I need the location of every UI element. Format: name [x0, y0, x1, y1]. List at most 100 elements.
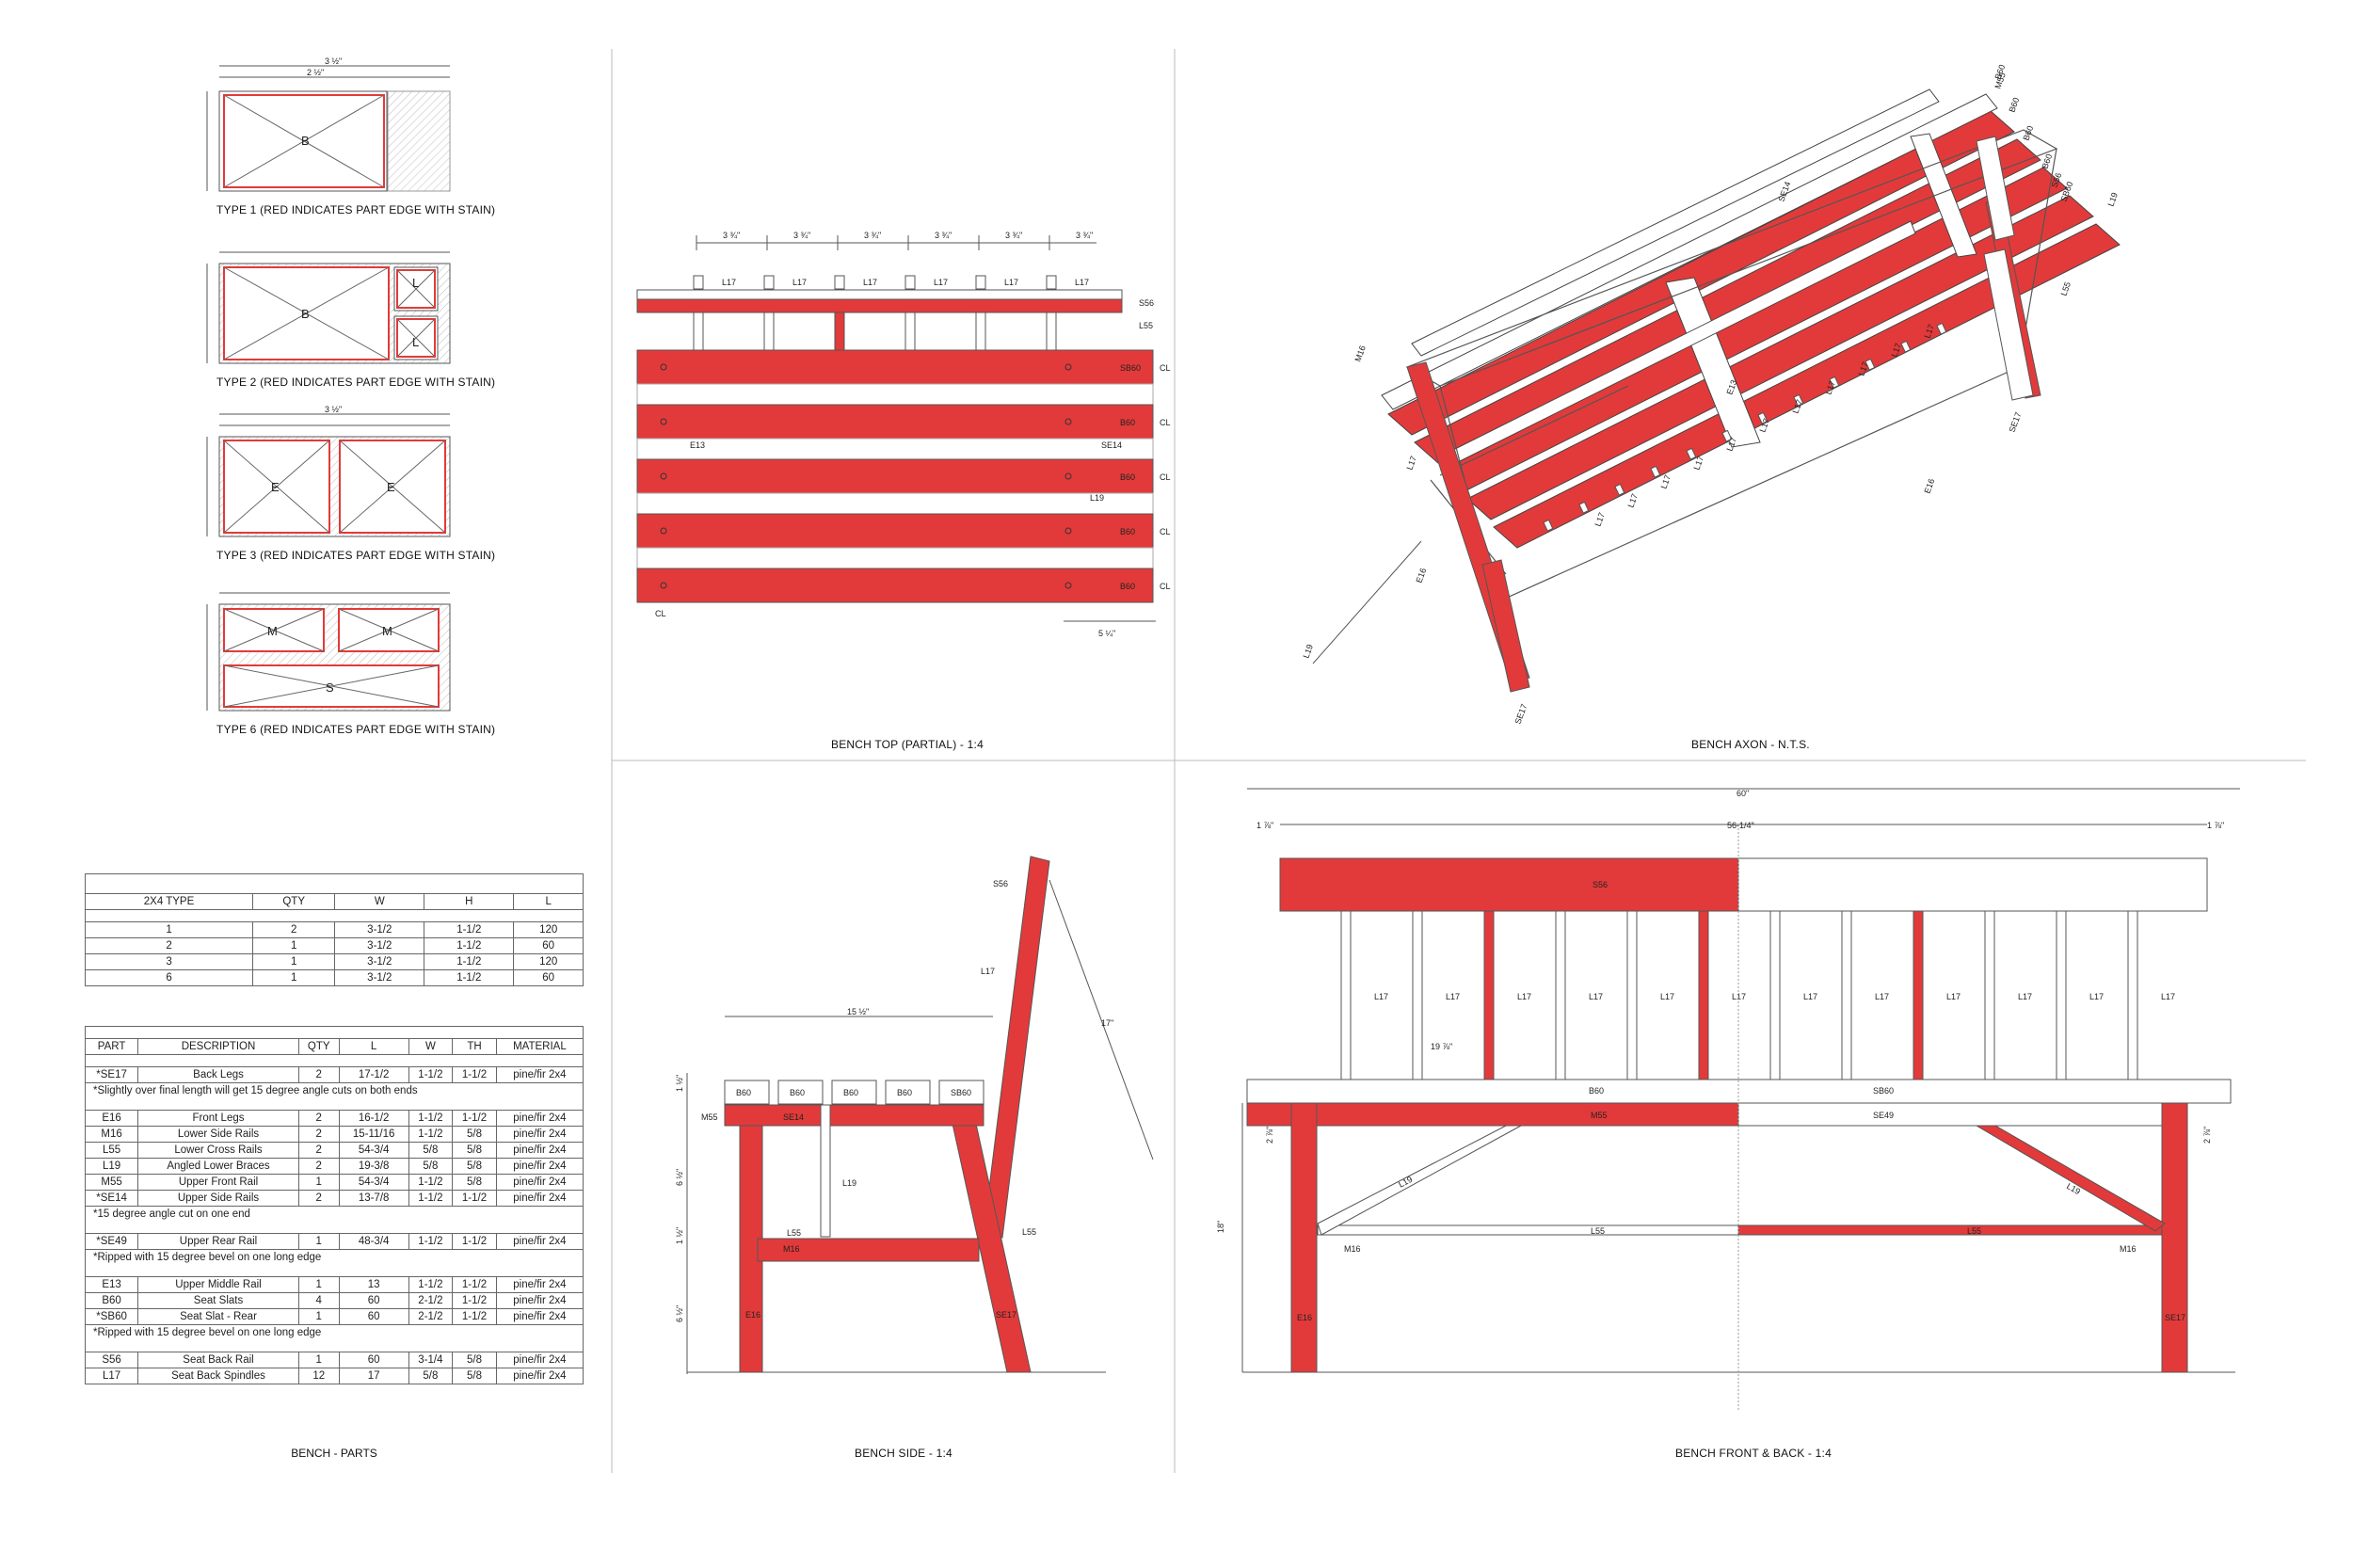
axon-spindle	[1829, 376, 1840, 389]
top-dim-spacing: 3 ¾"	[935, 231, 952, 240]
top-slat-label: B60	[1120, 472, 1135, 482]
top-seat-slat	[636, 568, 1154, 603]
front-label-l17: L17	[1803, 992, 1817, 1001]
front-label-l17: L17	[1517, 992, 1531, 1001]
top-spindle	[975, 275, 986, 290]
side-seat-slat	[885, 1080, 931, 1105]
parts-table: PART DESCRIPTION QTY L W TH MATERIAL *SE…	[84, 1026, 584, 1384]
front-spindle	[1698, 910, 1709, 1080]
section-type-1: 2 ½" 3 ½" B TYPE 1 (RED INDICATES PART E…	[206, 56, 495, 216]
axon-label: M16	[1353, 344, 1367, 363]
top-dim-bottom: 5 ¼"	[1098, 629, 1115, 638]
caption-bench-front: BENCH FRONT & BACK - 1:4	[1675, 1447, 1832, 1460]
front-spindle	[1412, 910, 1423, 1080]
top-label-se14: SE14	[1101, 440, 1122, 450]
front-spindle	[1483, 910, 1495, 1080]
front-label-m16: M16	[1344, 1244, 1361, 1254]
front-dim-side-right: 1 ⅞"	[2207, 821, 2224, 830]
side-label-l55: L55	[787, 1228, 801, 1238]
axon-label: L17	[1691, 455, 1705, 472]
axon-label: L19	[1301, 643, 1315, 660]
side-label-l19: L19	[842, 1178, 856, 1188]
caption-bench-side: BENCH SIDE - 1:4	[855, 1447, 952, 1460]
axon-label: L17	[1823, 379, 1837, 396]
axon-label: SE17	[1513, 703, 1529, 726]
caption-type-2: TYPE 2 (RED INDICATES PART EDGE WITH STA…	[216, 376, 495, 389]
axon-seat-slat	[1414, 138, 2041, 464]
front-spindle	[1841, 910, 1852, 1080]
label-b-2: B	[301, 307, 310, 321]
front-label-l17: L17	[1589, 992, 1603, 1001]
caption-type-3: TYPE 3 (RED INDICATES PART EDGE WITH STA…	[216, 549, 495, 562]
front-label-l17: L17	[2089, 992, 2104, 1001]
front-dim-spacing: 19 ⅞"	[1431, 1042, 1452, 1051]
top-dim-spacing: 3 ¾"	[864, 231, 881, 240]
axon-label: B60	[2021, 124, 2035, 141]
axon-seat-slat	[1466, 195, 2094, 520]
side-slat-label: B60	[790, 1088, 805, 1097]
front-label-l17: L17	[2018, 992, 2032, 1001]
axon-label: L17	[1889, 342, 1903, 359]
label-l-1: L	[412, 276, 419, 290]
top-label-l17: L17	[1004, 278, 1018, 287]
side-slat-label: B60	[897, 1088, 912, 1097]
top-spindle	[904, 275, 916, 290]
front-label-e16: E16	[1297, 1313, 1312, 1322]
axon-label: L17	[1790, 398, 1804, 415]
front-dim-leg-right: 2 ⅞"	[2202, 1127, 2212, 1144]
side-label-m55: M55	[701, 1112, 718, 1122]
front-label-l17: L17	[1446, 992, 1460, 1001]
front-spindle	[1769, 910, 1781, 1080]
front-label-b60: B60	[1589, 1086, 1604, 1096]
parts-table-header: PART DESCRIPTION QTY L W TH MATERIAL	[84, 1038, 584, 1055]
top-label-l19: L19	[1090, 493, 1104, 503]
axon-label: L17	[1625, 492, 1640, 509]
axon-seat-slat	[1493, 223, 2121, 549]
parts-note: *Ripped with 15 degree bevel on one long…	[85, 1249, 584, 1265]
front-spindle	[1340, 910, 1352, 1080]
caption-type-6: TYPE 6 (RED INDICATES PART EDGE WITH STA…	[216, 723, 495, 736]
caption-type-1: TYPE 1 (RED INDICATES PART EDGE WITH STA…	[216, 203, 495, 216]
type-table-header: 2X4 TYPE QTY W H L	[84, 893, 584, 910]
side-slat-label: B60	[736, 1088, 751, 1097]
axon-spindle	[1757, 411, 1769, 424]
axon-spindle	[1793, 393, 1804, 407]
top-cl-label: CL	[1160, 582, 1171, 591]
axon-label: L17	[1724, 436, 1738, 453]
front-label-l17: L17	[1660, 992, 1674, 1001]
axon-label: E16	[1922, 477, 1936, 494]
side-label-l17: L17	[981, 967, 995, 976]
parts-note: *Ripped with 15 degree bevel on one long…	[85, 1324, 584, 1340]
caption-bench-parts: BENCH - PARTS	[291, 1447, 377, 1460]
side-dim-a: 6 ½"	[675, 1169, 684, 1186]
axon-spindle	[1900, 340, 1912, 353]
top-cl-label: CL	[1160, 418, 1171, 427]
side-seat-slat	[831, 1080, 877, 1105]
top-spindle	[1046, 275, 1057, 290]
top-spindle	[763, 275, 775, 290]
axon-spindle	[1650, 465, 1661, 478]
front-dim-height: 18"	[1216, 1221, 1225, 1233]
parts-note: *15 degree angle cut on one end	[85, 1206, 584, 1222]
side-slat-label: SB60	[951, 1088, 971, 1097]
top-label-l17: L17	[792, 278, 807, 287]
axon-label: L19	[2105, 191, 2120, 208]
top-label-e13: E13	[690, 440, 705, 450]
front-label-m55: M55	[1591, 1111, 1608, 1120]
front-label-l17: L17	[1374, 992, 1388, 1001]
front-label-se49: SE49	[1873, 1111, 1894, 1120]
